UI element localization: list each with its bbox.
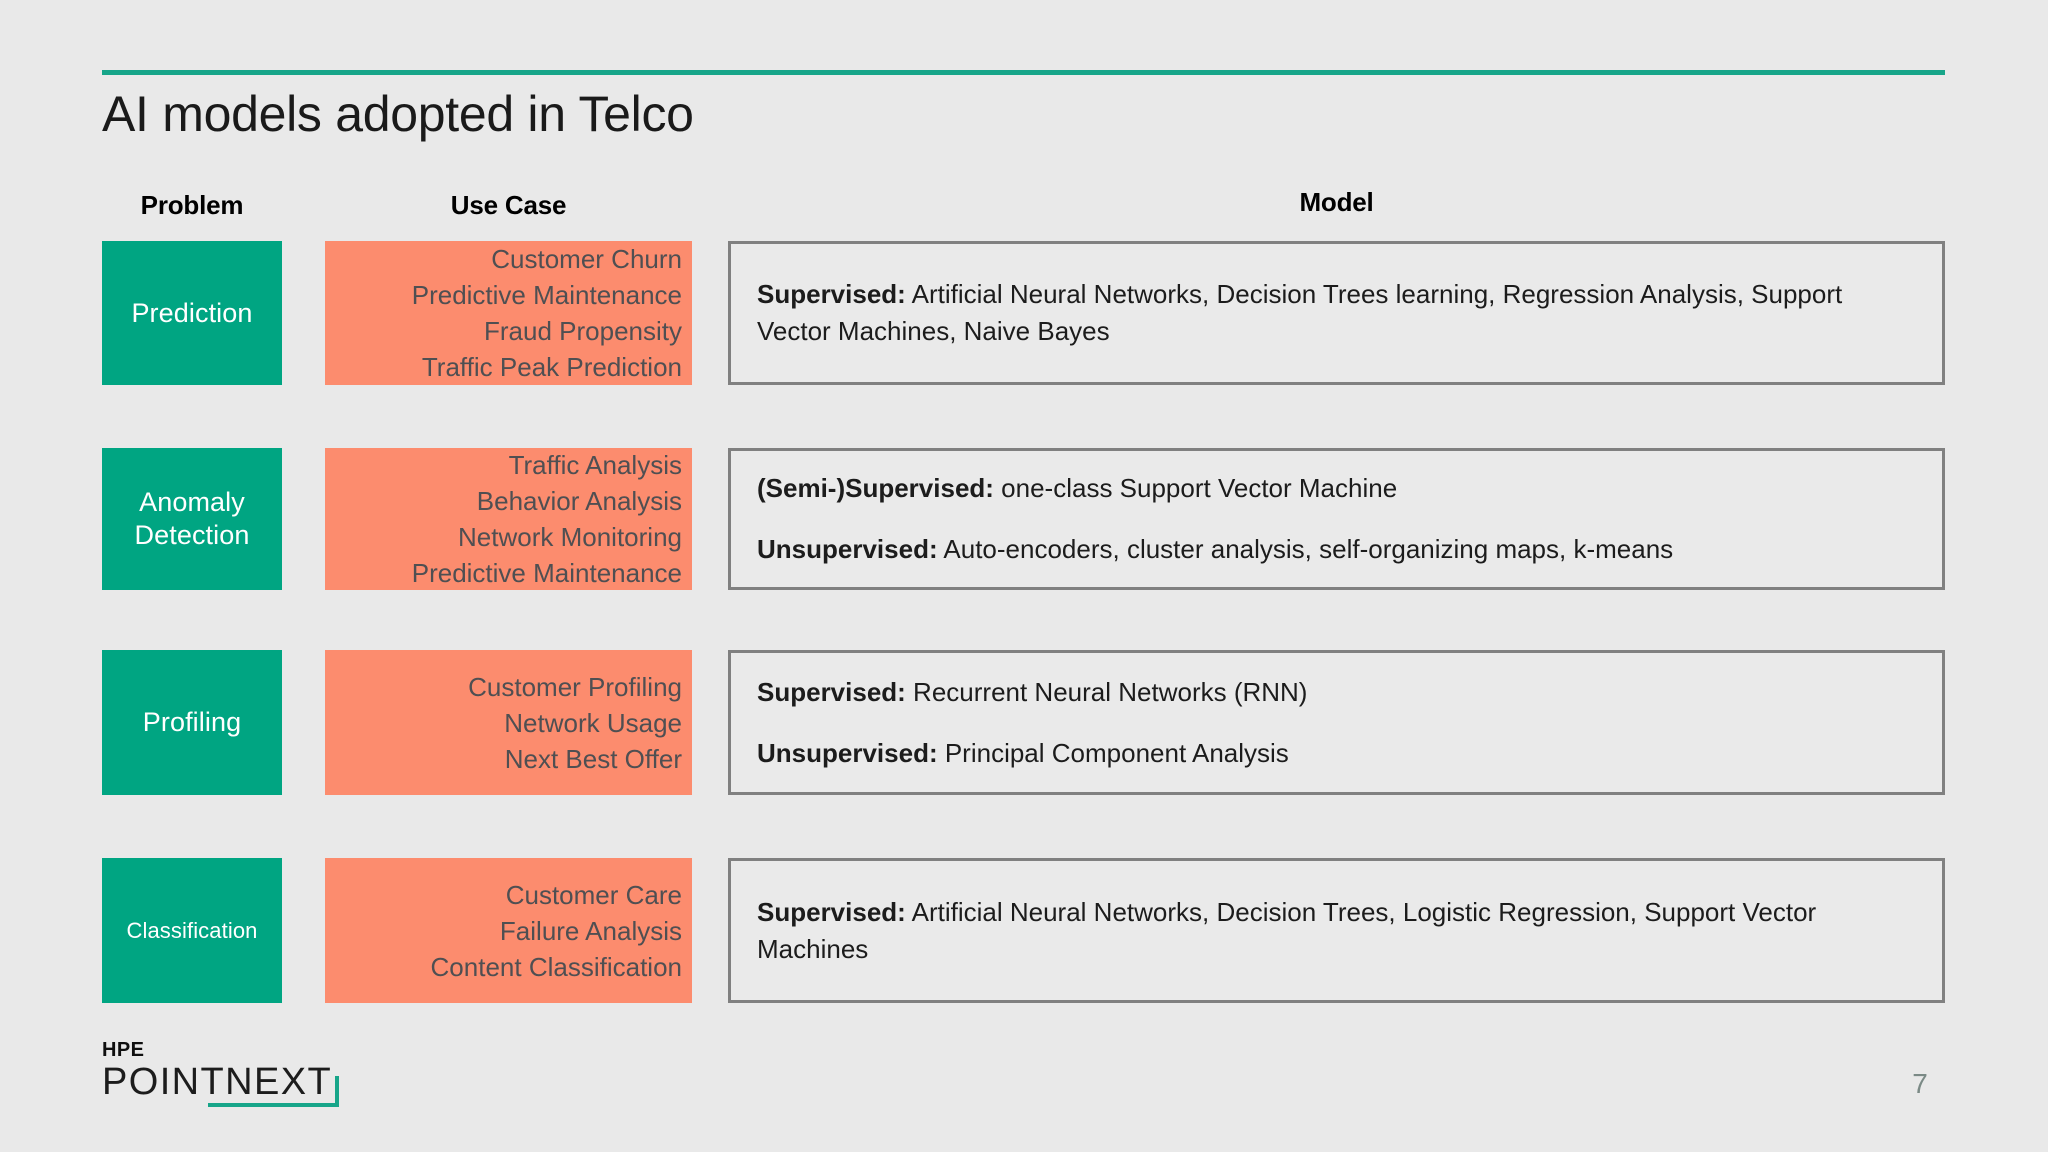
use-case-item: Predictive Maintenance (411, 558, 682, 588)
use-case-chip: Customer Churn Predictive Maintenance Fr… (325, 241, 692, 385)
use-case-item: Network Monitoring (458, 522, 682, 552)
model-category-label: (Semi-)Supervised: (757, 473, 994, 503)
model-category-text: Principal Component Analysis (937, 737, 1289, 768)
model-paragraph: Unsupervised: Auto-encoders, cluster ana… (757, 531, 1916, 568)
model-category-label: Supervised: (757, 279, 906, 309)
title-accent-rule (102, 70, 1945, 75)
use-case-item: Traffic Analysis (508, 450, 682, 480)
table-row: Anomaly Detection Traffic Analysis Behav… (0, 448, 2048, 590)
model-paragraph: Supervised: Artificial Neural Networks, … (757, 276, 1916, 350)
model-category-label: Supervised: (757, 676, 906, 707)
model-paragraph: (Semi-)Supervised: one-class Support Vec… (757, 470, 1916, 507)
page-number: 7 (1912, 1068, 1928, 1099)
model-category-text: Artificial Neural Networks, Decision Tre… (757, 279, 1843, 346)
use-case-item: Next Best Offer (504, 743, 682, 774)
model-panel: Supervised: Artificial Neural Networks, … (728, 858, 1945, 1003)
use-case-item: Network Usage (504, 707, 682, 738)
column-header-problem: Problem (140, 190, 244, 220)
use-case-item: Predictive Maintenance (411, 280, 682, 310)
table-row: Profiling Customer Profiling Network Usa… (0, 650, 2048, 795)
table-row: Prediction Customer Churn Predictive Mai… (0, 241, 2048, 385)
use-case-item: Content Classification (430, 951, 682, 982)
use-case-item: Traffic Peak Prediction (421, 352, 682, 382)
use-case-chip: Customer Care Failure Analysis Content C… (325, 858, 692, 1003)
problem-chip: Classification (102, 858, 282, 1003)
model-category-label: Supervised: (757, 896, 906, 927)
model-paragraph: Supervised: Artificial Neural Networks, … (757, 894, 1916, 968)
table-row: Classification Customer Care Failure Ana… (0, 858, 2048, 1003)
use-case-chip: Customer Profiling Network Usage Next Be… (325, 650, 692, 795)
use-case-chip: Traffic Analysis Behavior Analysis Netwo… (325, 448, 692, 590)
use-case-item: Customer Churn (491, 244, 682, 274)
logo-accent-vertical (335, 1076, 339, 1107)
column-header-model: Model (1299, 187, 1374, 217)
model-category-label: Unsupervised: (757, 534, 938, 564)
hpe-wordmark: HPE (102, 1039, 145, 1061)
problem-label: Profiling (142, 707, 242, 737)
hpe-pointnext-logo: HPE POINTNEXT (102, 1040, 352, 1112)
model-category-text: one-class Support Vector Machine (993, 473, 1398, 503)
problem-label: Anomaly Detection (134, 487, 250, 550)
problem-label: Prediction (131, 297, 253, 328)
logo-accent-horizontal (208, 1103, 339, 1107)
page-title: AI models adopted in Telco (102, 86, 694, 142)
model-category-text: Recurrent Neural Networks (RNN) (905, 676, 1308, 707)
pointnext-wordmark: POINTNEXT (102, 1061, 333, 1103)
use-case-item: Behavior Analysis (476, 486, 682, 516)
model-panel: (Semi-)Supervised: one-class Support Vec… (728, 448, 1945, 590)
model-category-text: Auto-encoders, cluster analysis, self-or… (937, 534, 1674, 564)
problem-chip: Anomaly Detection (102, 448, 282, 590)
use-case-item: Failure Analysis (499, 915, 682, 946)
column-header-use-case: Use Case (450, 190, 567, 220)
model-paragraph: Supervised: Recurrent Neural Networks (R… (757, 674, 1916, 711)
model-category-text: Artificial Neural Networks, Decision Tre… (757, 896, 1817, 964)
problem-chip: Profiling (102, 650, 282, 795)
model-panel: Supervised: Recurrent Neural Networks (R… (728, 650, 1945, 795)
use-case-item: Fraud Propensity (484, 316, 682, 346)
use-case-item: Customer Profiling (468, 671, 682, 702)
problem-label: Classification (126, 918, 258, 943)
use-case-item: Customer Care (505, 879, 682, 910)
problem-chip: Prediction (102, 241, 282, 385)
model-category-label: Unsupervised: (757, 737, 938, 768)
model-paragraph: Unsupervised: Principal Component Analys… (757, 735, 1916, 772)
model-panel: Supervised: Artificial Neural Networks, … (728, 241, 1945, 385)
